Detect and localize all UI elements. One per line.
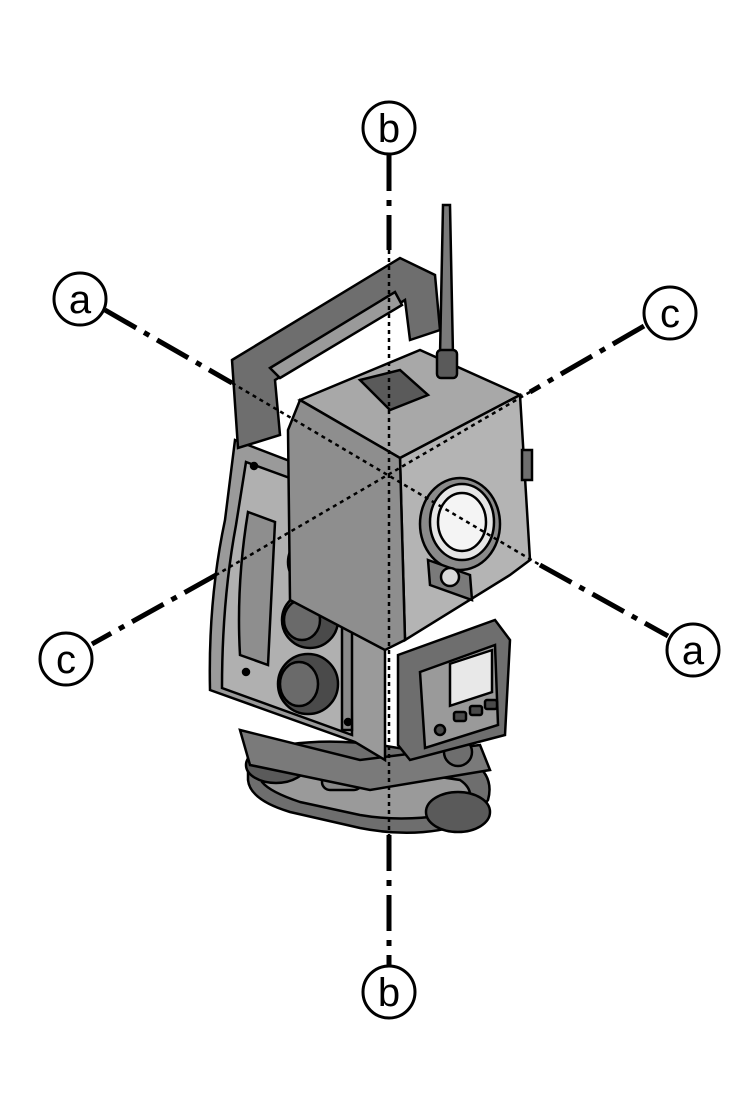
label-b-bottom: b — [361, 964, 417, 1020]
focus-knob-bottom — [276, 652, 340, 716]
label-b-top: b — [361, 100, 417, 156]
carrying-handle — [230, 256, 442, 450]
hidden-axis-lines — [215, 250, 541, 835]
svg-text:b: b — [378, 971, 400, 1015]
label-a-left: a — [52, 271, 108, 327]
top-sight-mount — [357, 368, 431, 412]
control-panel — [396, 618, 512, 762]
keypad-button-2 — [468, 704, 484, 717]
label-c-left: c — [38, 631, 94, 687]
keypad-button-3 — [483, 698, 499, 711]
power-button — [433, 723, 447, 737]
axis-a-lower — [538, 562, 670, 639]
side-latch — [520, 448, 534, 482]
alidade-base — [238, 728, 492, 792]
label-a-right: a — [665, 622, 721, 678]
antenna — [435, 203, 459, 380]
axis-lines — [90, 155, 670, 965]
svg-text:b: b — [378, 107, 400, 151]
axis-c-upper — [528, 323, 646, 395]
leveling-screw-right — [424, 790, 492, 834]
axis-a-upper — [103, 307, 234, 386]
display-screen — [448, 648, 494, 708]
svg-text:c: c — [660, 292, 680, 336]
keypad-button-1 — [452, 710, 468, 723]
label-c-right: c — [642, 285, 698, 341]
axis-labels: b a c c a b — [38, 100, 721, 1020]
laser-pointer-aperture — [439, 566, 461, 588]
svg-text:a: a — [682, 629, 705, 673]
svg-text:c: c — [56, 638, 76, 682]
side-cover-recess — [237, 510, 277, 667]
svg-text:a: a — [69, 278, 92, 322]
axis-a-hidden — [231, 381, 541, 567]
axis-c-lower — [90, 572, 218, 647]
telescope-lens — [418, 476, 502, 602]
